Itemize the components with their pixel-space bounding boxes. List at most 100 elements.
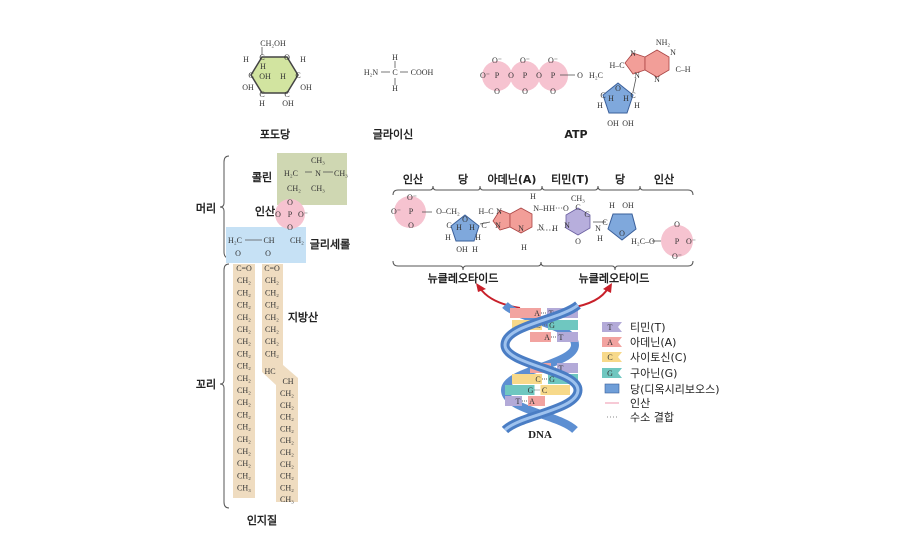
fatty-acid-atom: CH₂ xyxy=(265,276,279,285)
glycerol-atom: CH₂ xyxy=(290,236,304,245)
fatty-acid-atom: CH₂ xyxy=(237,410,251,419)
glucose-atom: H xyxy=(260,62,266,71)
nucleotide-atom: N xyxy=(564,221,570,230)
base-letter: A xyxy=(534,309,540,318)
glucose-atom: C xyxy=(259,90,264,99)
arrow-to-nucleotide-left xyxy=(479,287,521,309)
base-T xyxy=(557,363,578,373)
fatty-acid-atom: CH₂ xyxy=(265,313,279,322)
nucleotide-atom: H₂C–O xyxy=(631,237,655,246)
glycerol-label: 글리세롤 xyxy=(310,237,350,251)
legend-swatch xyxy=(602,352,622,362)
component-header: 인산 xyxy=(654,172,674,186)
fatty-acid-atom: CH₂ xyxy=(280,472,294,481)
glycine-label: 글라이신 xyxy=(373,127,413,141)
atp-atom: O xyxy=(577,71,583,80)
nucleotide-atom: N xyxy=(538,223,544,232)
nucleotide-atom: O⁻ xyxy=(391,207,401,216)
base-letter: T xyxy=(516,397,521,406)
nucleotide-atom: O⁻ xyxy=(686,237,696,246)
base-letter: T xyxy=(559,333,564,342)
nucleotide-atom: C xyxy=(575,203,580,212)
glucose-atom: H xyxy=(243,55,249,64)
nucleotide-braces xyxy=(392,260,694,271)
nucleotide-atom: N xyxy=(495,221,501,230)
fatty-acid-atom: CH₂ xyxy=(265,337,279,346)
glycine-atom: H₂N xyxy=(364,68,379,77)
base-letter: G xyxy=(528,386,534,395)
base-C xyxy=(512,374,542,384)
nucleotide-atom: H–C xyxy=(478,207,493,216)
fatty-acid-atom: C=O xyxy=(264,264,280,273)
legend-symbol: G xyxy=(607,369,613,378)
nucleotide-atom: N xyxy=(518,224,524,233)
fatty-acid-atom: CH₂ xyxy=(237,276,251,285)
choline-atom: CH₃ xyxy=(334,169,348,178)
fatty-acid-atom: HC xyxy=(264,367,275,376)
base-A xyxy=(530,332,551,342)
nucleotide-atom: O xyxy=(462,215,468,224)
atp-atom: N xyxy=(634,71,640,80)
phosphate-circle xyxy=(538,61,568,91)
phosphate-label: 인산 xyxy=(255,204,275,218)
nucleotide-label: 뉴클레오타이드 xyxy=(579,271,650,285)
head-label: 머리 xyxy=(196,201,216,215)
nucleotide-atom: H···O xyxy=(549,204,569,213)
glucose-atom: OH xyxy=(282,99,294,108)
atp-atom: P xyxy=(523,71,528,80)
atp-atom: H xyxy=(623,94,629,103)
nucleotide-atom: N xyxy=(496,207,502,216)
glucose-ring xyxy=(250,56,299,94)
fatty-acid-atom: CH₂ xyxy=(237,447,251,456)
phosphate-circle xyxy=(482,61,512,91)
nucleotide-atom: O xyxy=(408,221,414,230)
fatty-acid-atom: CH₃ xyxy=(280,495,294,504)
component-header: 인산 xyxy=(403,172,423,186)
base-C xyxy=(540,385,570,395)
fatty-acid-atom: CH₂ xyxy=(280,460,294,469)
base-letter: A xyxy=(544,333,550,342)
tail-brace xyxy=(219,263,230,509)
nucleotide-atom: H xyxy=(552,224,558,233)
base-letter: C xyxy=(542,386,547,395)
choline-atom: CH₂ xyxy=(287,184,301,193)
glycine-atom: C xyxy=(392,68,397,77)
head-brace xyxy=(219,155,230,259)
glycerol-atom: O xyxy=(265,249,271,258)
glycerol-atom: H₂C xyxy=(228,236,242,245)
fatty-acid-label: 지방산 xyxy=(288,310,318,324)
glucose-atom: H xyxy=(280,72,286,81)
atp-atom: NH₂ xyxy=(656,38,671,47)
phospholipid-label: 인지질 xyxy=(247,513,277,527)
arrows xyxy=(476,283,612,309)
base-letter: T xyxy=(559,364,564,373)
legend-symbol: A xyxy=(607,338,613,347)
thymine-ring xyxy=(565,207,591,236)
nucleotide-atom: C xyxy=(481,221,486,230)
atp-atom: O⁻ xyxy=(520,56,530,65)
fatty-acid-atom: CH₂ xyxy=(280,448,294,457)
base-G xyxy=(548,320,578,330)
legend-symbol: T xyxy=(608,323,613,332)
nucleotide-atom: N xyxy=(595,224,601,233)
base-letter: G xyxy=(549,375,555,384)
atp-atom: O⁻ xyxy=(492,56,502,65)
sugar-ring xyxy=(450,214,480,242)
base-A xyxy=(528,396,545,406)
legend-label: 구아닌(G) xyxy=(630,367,677,380)
ribose-ring xyxy=(602,82,634,114)
tail-label: 꼬리 xyxy=(196,377,216,391)
saturated-tail xyxy=(233,264,255,498)
choline-atom: H₂C xyxy=(284,169,298,178)
component-header: 티민(T) xyxy=(551,172,589,186)
phosphate-atom: O xyxy=(287,198,293,207)
sugar-swatch xyxy=(604,383,620,394)
choline-atom: CH₃ xyxy=(311,184,325,193)
fatty-acid-atom: CH₂ xyxy=(280,389,294,398)
nucleotide-atom: H xyxy=(472,245,478,254)
nucleotide-atom: H xyxy=(456,223,462,232)
legend-label: 사이토신(C) xyxy=(630,351,687,364)
nucleotide-atom: CH₃ xyxy=(571,194,585,203)
